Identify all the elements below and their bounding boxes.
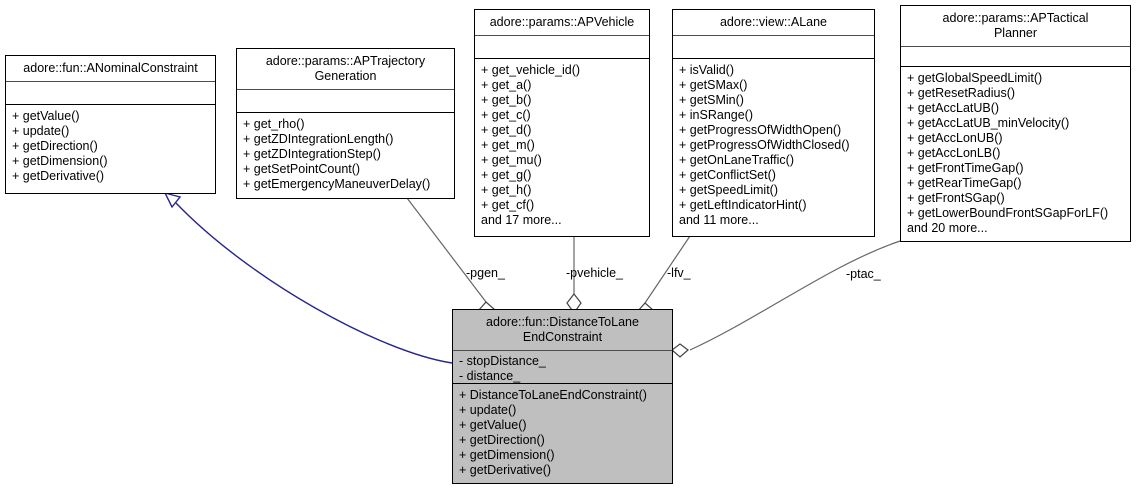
operation-row: + getAccLatUB_minVelocity()	[907, 116, 1070, 130]
class-title-anominalconstraint: adore::fun::ANominalConstraint	[6, 56, 215, 82]
operation-row: + getDerivative()	[12, 169, 105, 183]
operation-row: + getEmergencyManeuverDelay()	[243, 177, 431, 191]
edge-label-pvehicle: -pvehicle_	[566, 266, 623, 280]
class-attributes-aptrajectorygeneration	[237, 90, 454, 113]
operation-row: + getSMin()	[679, 93, 744, 107]
operation-row: + getDerivative()	[459, 463, 552, 477]
operation-row-more: and 17 more...	[481, 213, 562, 227]
operation-row: + getDimension()	[459, 448, 555, 462]
class-box-aptrajectorygeneration[interactable]: adore::params::APTrajectory Generation +…	[236, 48, 455, 199]
class-operations-aptacticalplanner: + getGlobalSpeedLimit() + getResetRadius…	[901, 67, 1130, 241]
class-operations-aptrajectorygeneration: + get_rho() + getZDIntegrationLength() +…	[237, 113, 454, 198]
operation-row: + get_d()	[481, 123, 532, 137]
attribute-row	[243, 93, 448, 108]
operation-row: + update()	[459, 403, 517, 417]
class-box-distancetolaneendconstraint[interactable]: adore::fun::DistanceToLane EndConstraint…	[452, 309, 673, 484]
operation-row-more: and 11 more...	[679, 213, 759, 227]
class-title-alane: adore::view::ALane	[673, 10, 874, 36]
edge-label-pgen: -pgen_	[466, 266, 505, 280]
operation-row: + getGlobalSpeedLimit()	[907, 71, 1043, 85]
operation-row: + get_rho()	[243, 117, 305, 131]
class-title-aptacticalplanner: adore::params::APTactical Planner	[901, 6, 1130, 47]
operation-row: + getAccLonLB()	[907, 146, 1001, 160]
operation-row: + getConflictSet()	[679, 168, 776, 182]
operation-row: + get_g()	[481, 168, 532, 182]
operation-row: + getRearTimeGap()	[907, 176, 1022, 190]
edge-label-ptac: -ptac_	[846, 267, 881, 281]
operation-row: + getDirection()	[459, 433, 545, 447]
operation-row: + get_m()	[481, 138, 535, 152]
operation-row: + getResetRadius()	[907, 86, 1016, 100]
association-edge-ptac	[689, 240, 901, 351]
operation-row: + getZDIntegrationLength()	[243, 132, 394, 146]
inheritance-edge-anominalconstraint	[175, 202, 453, 364]
class-attributes-anominalconstraint	[6, 82, 215, 105]
class-title-apvehicle: adore::params::APVehicle	[475, 10, 649, 36]
attribute-row	[679, 39, 868, 54]
operation-row: + getAccLonUB()	[907, 131, 1003, 145]
attribute-row	[481, 39, 643, 54]
operation-row: + getLeftIndicatorHint()	[679, 198, 807, 212]
operation-row: + get_vehicle_id()	[481, 63, 581, 77]
operation-row: + isValid()	[679, 63, 734, 77]
edge-label-lfv: -lfv_	[667, 266, 691, 280]
class-box-apvehicle[interactable]: adore::params::APVehicle + get_vehicle_i…	[474, 9, 650, 237]
class-attributes-alane	[673, 36, 874, 59]
operation-row: + getValue()	[12, 109, 80, 123]
operation-row: + get_mu()	[481, 153, 542, 167]
operation-row: + getFrontTimeGap()	[907, 161, 1024, 175]
operation-row: + get_a()	[481, 78, 532, 92]
attribute-row	[12, 85, 209, 100]
class-operations-alane: + isValid() + getSMax() + getSMin() + in…	[673, 59, 874, 236]
operation-row: + inSRange()	[679, 108, 753, 122]
operation-row: + getOnLaneTraffic()	[679, 153, 794, 167]
inheritance-arrowhead	[163, 191, 182, 209]
operation-row: + getValue()	[459, 418, 527, 432]
operation-row: + DistanceToLaneEndConstraint()	[459, 388, 647, 402]
class-box-aptacticalplanner[interactable]: adore::params::APTactical Planner + getG…	[900, 5, 1131, 242]
operation-row: + getSetPointCount()	[243, 162, 361, 176]
operation-row: + getAccLatUB()	[907, 101, 1000, 115]
operation-row: + get_c()	[481, 108, 531, 122]
class-attributes-apvehicle	[475, 36, 649, 59]
operation-row: + get_cf()	[481, 198, 535, 212]
operation-row-more: and 20 more...	[907, 221, 988, 235]
attribute-row	[907, 50, 1124, 65]
operation-row: + getProgressOfWidthClosed()	[679, 138, 850, 152]
class-title-aptrajectorygeneration: adore::params::APTrajectory Generation	[237, 49, 454, 90]
class-attributes-distancetolaneendconstraint: - stopDistance_ - distance_	[453, 351, 672, 384]
class-box-alane[interactable]: adore::view::ALane + isValid() + getSMax…	[672, 9, 875, 237]
class-attributes-aptacticalplanner	[901, 47, 1130, 67]
operation-row: + getSMax()	[679, 78, 748, 92]
class-operations-apvehicle: + get_vehicle_id() + get_a() + get_b() +…	[475, 59, 649, 236]
operation-row: + getLowerBoundFrontSGapForLF()	[907, 206, 1109, 220]
operation-row: + get_b()	[481, 93, 532, 107]
class-box-anominalconstraint[interactable]: adore::fun::ANominalConstraint + getValu…	[5, 55, 216, 194]
aggregation-diamond-ptac	[671, 343, 689, 358]
operation-row: + getDimension()	[12, 154, 108, 168]
class-operations-anominalconstraint: + getValue() + update() + getDirection()…	[6, 105, 215, 193]
operation-row: + getFrontSGap()	[907, 191, 1005, 205]
class-title-distancetolaneendconstraint: adore::fun::DistanceToLane EndConstraint	[453, 310, 672, 351]
operation-row: + update()	[12, 124, 70, 138]
operation-row: + get_h()	[481, 183, 532, 197]
operation-row: + getSpeedLimit()	[679, 183, 779, 197]
operation-row: + getDirection()	[12, 139, 98, 153]
operation-row: + getProgressOfWidthOpen()	[679, 123, 842, 137]
attribute-row: - stopDistance_	[459, 354, 546, 368]
class-operations-distancetolaneendconstraint: + DistanceToLaneEndConstraint() + update…	[453, 384, 672, 483]
operation-row: + getZDIntegrationStep()	[243, 147, 381, 161]
attribute-row: - distance_	[459, 369, 521, 383]
